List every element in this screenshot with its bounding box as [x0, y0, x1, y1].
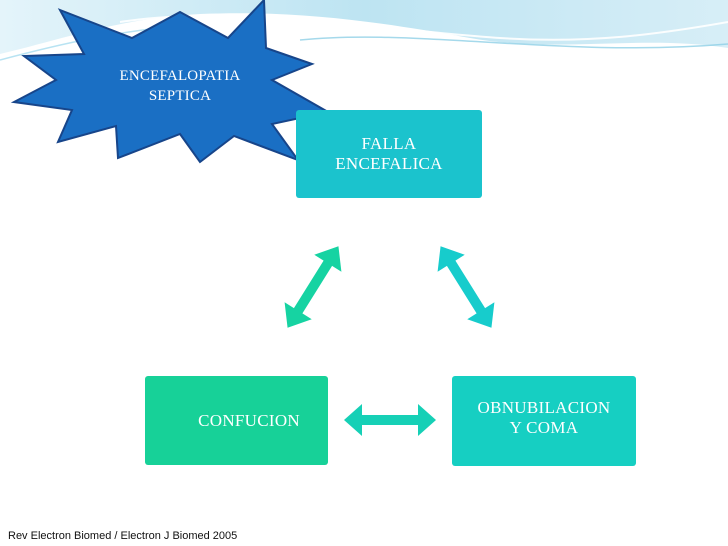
node-confucion: CONFUCION: [145, 376, 328, 465]
double-arrow-confucion-falla: [284, 246, 342, 328]
double-arrow-falla-obnubilacion: [437, 246, 495, 328]
node-obnubilacion-y-coma: OBNUBILACION Y COMA: [452, 376, 636, 466]
footer-citation: Rev Electron Biomed / Electron J Biomed …: [8, 530, 238, 542]
node-falla-encefalica: FALLA ENCEFALICA: [296, 110, 482, 198]
double-arrow-confucion-obnubilacion: [344, 404, 436, 436]
starburst-title: ENCEFALOPATIA SEPTICA: [119, 68, 241, 104]
